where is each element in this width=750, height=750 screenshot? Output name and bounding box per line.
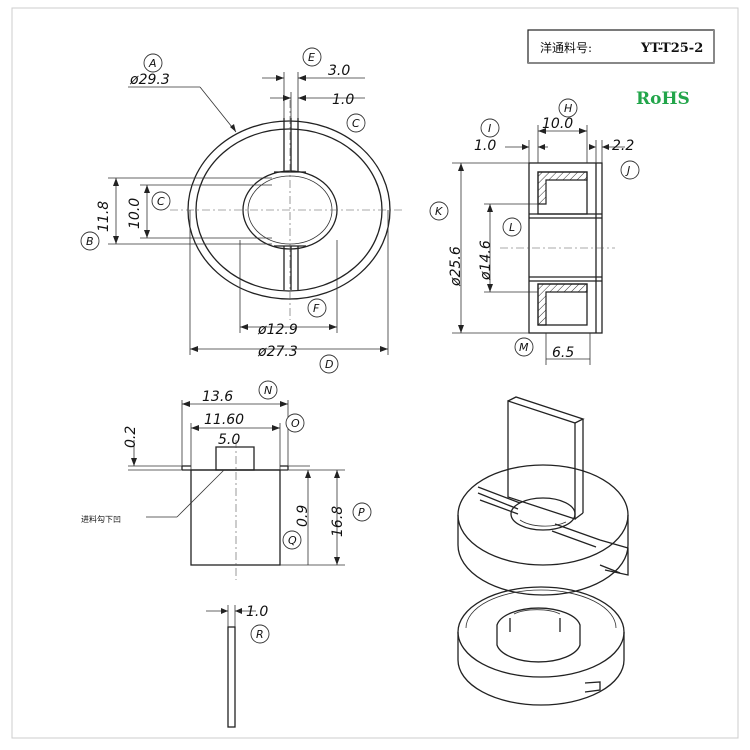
svg-text:R: R: [256, 628, 264, 641]
note-text: 进料勾下凹: [81, 514, 121, 524]
callout-b: B: [80, 231, 100, 251]
callout-q: Q: [282, 530, 302, 550]
dim-i-thickness: 1.0: [474, 138, 496, 154]
svg-text:C: C: [352, 117, 360, 130]
callout-f: F: [307, 298, 327, 318]
dim-f-diameter: ø12.9: [257, 322, 298, 338]
callout-a: A: [143, 53, 163, 73]
callout-j: J: [620, 160, 640, 180]
dim-h-length: 10.0: [542, 116, 573, 132]
callout-m: M: [514, 337, 534, 357]
callout-n: N: [258, 380, 278, 400]
sheet-border: [11, 7, 739, 739]
svg-text:O: O: [291, 417, 300, 430]
callout-i: I: [480, 118, 500, 138]
front-view: 13.6 11.60 5.0 0.2 0.9 16.8 进料勾下凹: [81, 389, 346, 580]
dim-n-width: 13.6: [202, 389, 233, 405]
dim-b-height: 11.8: [96, 201, 112, 232]
callout-l: L: [502, 217, 522, 237]
dim-a-diameter: ø29.3: [129, 72, 170, 88]
svg-text:H: H: [564, 102, 572, 115]
title-label: 洋通料号:: [540, 40, 592, 55]
callout-d: D: [319, 354, 339, 374]
dim-c-height: 10.0: [127, 198, 143, 229]
svg-text:D: D: [325, 358, 333, 371]
callout-c-top: C: [346, 113, 366, 133]
callout-k: K: [429, 201, 449, 221]
svg-text:M: M: [519, 341, 529, 354]
dim-m-height: 6.5: [552, 345, 574, 361]
svg-text:L: L: [509, 221, 515, 234]
dim-d-diameter: ø27.3: [257, 344, 298, 360]
dim-e-thickness: 1.0: [332, 92, 354, 108]
dim-step: 0.2: [123, 426, 139, 448]
part-number: YT-T25-2: [640, 41, 703, 56]
svg-text:C: C: [157, 195, 165, 208]
top-view: ø29.3 3.0 1.0 11.8 10.0 ø12.9 ø27.3: [96, 63, 405, 360]
rohs-mark: RoHS: [636, 89, 690, 109]
svg-text:P: P: [358, 506, 365, 519]
svg-text:F: F: [313, 302, 320, 315]
dim-r-thickness: 1.0: [246, 604, 268, 620]
callout-p: P: [352, 502, 372, 522]
side-section-view: 10.0 1.0 2.2 ø25.6 ø14.6 6.5: [448, 116, 634, 365]
callouts: A E C C B F D H I J K L M N O P Q R: [80, 47, 640, 644]
callout-o: O: [285, 413, 305, 433]
dim-notch-width: 5.0: [218, 432, 240, 448]
clip-edge-view: 1.0: [206, 604, 268, 728]
svg-text:J: J: [625, 164, 630, 177]
svg-text:A: A: [148, 57, 157, 70]
dim-k-diameter: ø25.6: [448, 246, 464, 287]
dim-p-height: 16.8: [330, 506, 346, 537]
dim-q-height: 0.9: [295, 505, 311, 527]
callout-c: C: [151, 191, 171, 211]
svg-text:Q: Q: [288, 534, 297, 547]
title-box: 洋通料号: YT-T25-2: [527, 29, 715, 64]
dim-l-diameter: ø14.6: [478, 240, 494, 281]
callout-r: R: [250, 624, 270, 644]
dim-o-width: 11.60: [204, 412, 244, 428]
svg-text:B: B: [86, 235, 94, 248]
svg-text:N: N: [264, 384, 272, 397]
isometric-assembly: [457, 396, 629, 706]
svg-text:I: I: [488, 122, 491, 135]
svg-text:E: E: [308, 51, 315, 64]
dim-j-thickness: 2.2: [612, 138, 634, 154]
callout-h: H: [558, 98, 578, 118]
callout-e: E: [302, 47, 322, 67]
dim-e-width: 3.0: [328, 63, 350, 79]
svg-text:K: K: [435, 205, 443, 218]
